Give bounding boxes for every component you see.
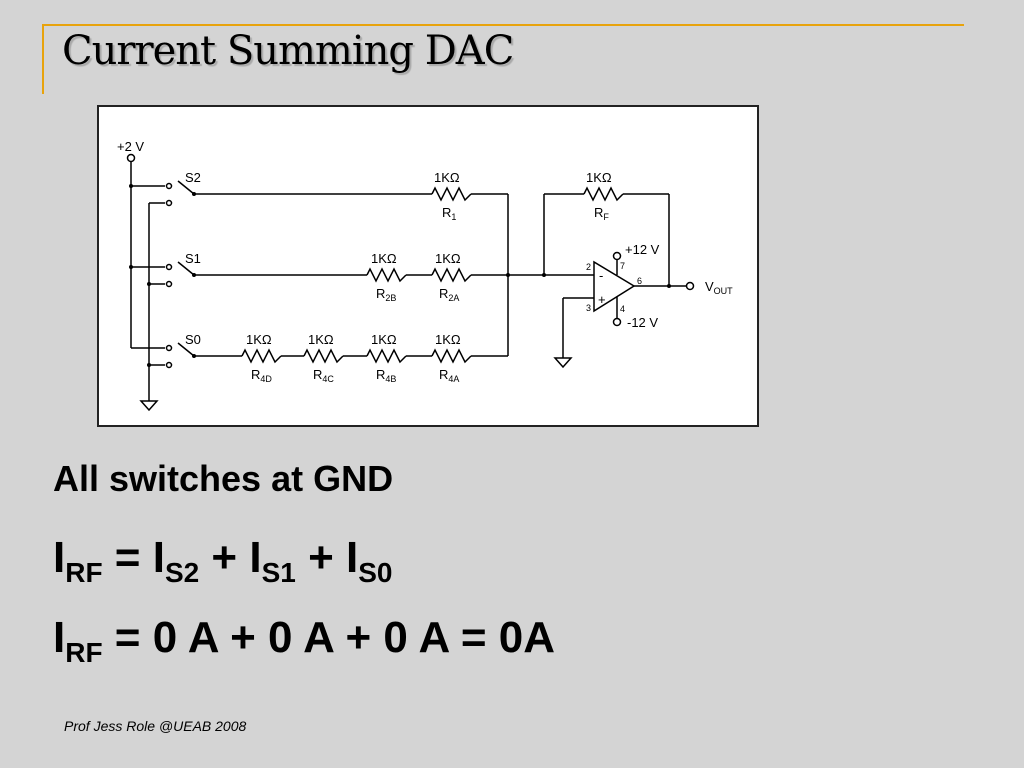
opamp-pin-4: 4	[620, 304, 625, 314]
ground-symbol-left	[139, 400, 159, 412]
accent-line-horizontal	[42, 24, 964, 26]
ground-symbol-opamp	[553, 357, 573, 369]
resistor-r4b	[366, 348, 407, 364]
vout-label: VOUT	[705, 279, 733, 296]
opamp-symbol	[593, 260, 636, 313]
r4a-label: R4A	[439, 367, 459, 384]
current-equation-numeric: IRF = 0 A + 0 A + 0 A = 0A	[53, 613, 556, 668]
opamp-pin-6: 6	[637, 276, 642, 286]
opamp-plus-sign: +	[598, 292, 606, 307]
opamp-vneg-label: -12 V	[627, 315, 658, 330]
opamp-minus-sign: -	[599, 268, 603, 283]
circuit-schematic: +2 V S2 S1 S0 1KΩ R1 1KΩ RF 1KΩ R2B 1KΩ …	[117, 139, 733, 412]
resistor-r2b	[366, 267, 407, 283]
resistor-r4d	[241, 348, 282, 364]
accent-line-vertical	[42, 24, 44, 94]
r4b-value: 1KΩ	[371, 332, 397, 347]
resistor-r2a	[431, 267, 472, 283]
opamp-pin-3: 3	[586, 303, 591, 313]
resistor-r1	[431, 186, 472, 202]
vout-terminal	[685, 281, 695, 291]
r4d-label: R4D	[251, 367, 272, 384]
r2a-value: 1KΩ	[435, 251, 461, 266]
rf-label: RF	[594, 205, 609, 222]
opamp-pin-2: 2	[586, 262, 591, 272]
switch-label-s0: S0	[185, 332, 201, 347]
rf-value: 1KΩ	[586, 170, 612, 185]
footer-credit: Prof Jess Role @UEAB 2008	[64, 718, 247, 734]
circuit-diagram: +2 V S2 S1 S0 1KΩ R1 1KΩ RF 1KΩ R2B 1KΩ …	[97, 105, 759, 427]
r4d-value: 1KΩ	[246, 332, 272, 347]
switch-label-s1: S1	[185, 251, 201, 266]
r1-value: 1KΩ	[434, 170, 460, 185]
r2a-label: R2A	[439, 286, 459, 303]
resistor-rf	[583, 186, 624, 202]
supply-label: +2 V	[117, 139, 144, 154]
r4c-value: 1KΩ	[308, 332, 334, 347]
r4a-value: 1KΩ	[435, 332, 461, 347]
resistor-r4c	[303, 348, 344, 364]
slide-title: Current Summing DAC	[62, 28, 514, 74]
supply-terminal	[126, 153, 136, 163]
switch-label-s2: S2	[185, 170, 201, 185]
r4b-label: R4B	[376, 367, 396, 384]
switch-state-statement: All switches at GND	[53, 458, 394, 499]
r2b-label: R2B	[376, 286, 396, 303]
resistor-r4a	[431, 348, 472, 364]
r1-label: R1	[442, 205, 456, 222]
opamp-vpos-label: +12 V	[625, 242, 660, 257]
current-equation-symbolic: IRF = IS2 + IS1 + IS0	[53, 533, 393, 588]
r2b-value: 1KΩ	[371, 251, 397, 266]
opamp-pin-7: 7	[620, 261, 625, 271]
r4c-label: R4C	[313, 367, 334, 384]
